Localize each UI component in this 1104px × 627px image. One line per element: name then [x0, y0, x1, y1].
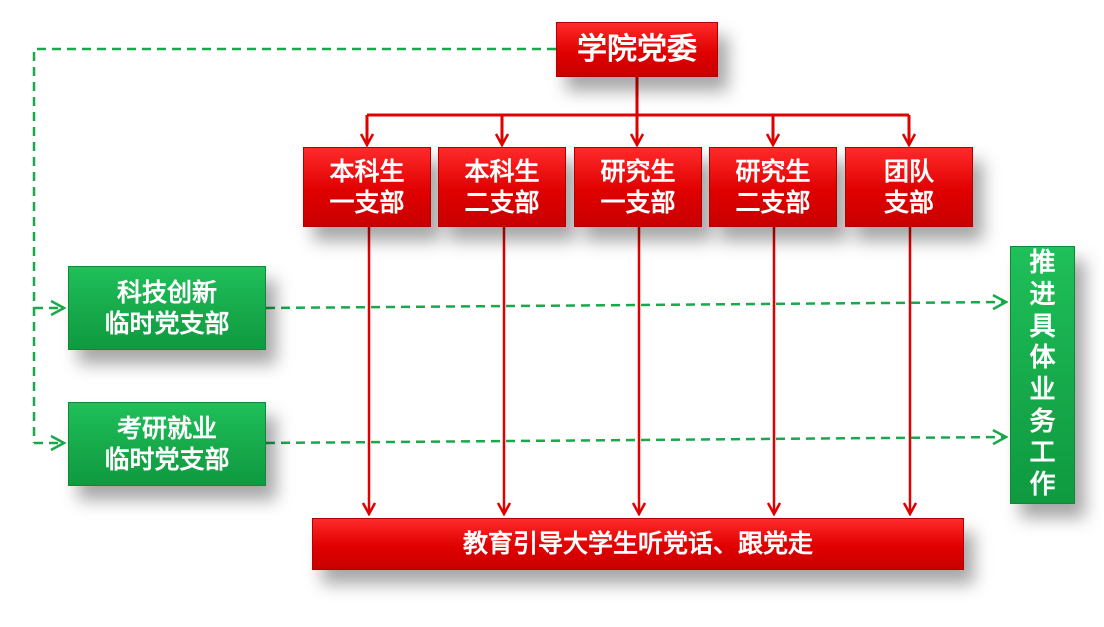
branch-box-5: 团队 支部	[845, 147, 973, 227]
arrow-temp-1-to-work	[265, 302, 1006, 308]
business-work-box: 推进具体业务工作	[1010, 246, 1075, 504]
committee-to-temp-dashed-line	[32, 47, 556, 443]
branch-box-4: 研究生 二支部	[709, 147, 837, 227]
branch-box-2: 本科生 二支部	[438, 147, 566, 227]
temporary-branch-box-1: 科技创新 临时党支部	[68, 266, 266, 350]
goal-box: 教育引导大学生听党话、跟党走	[312, 518, 964, 570]
college-party-committee-box: 学院党委	[556, 22, 718, 77]
branch-box-1: 本科生 一支部	[303, 147, 431, 227]
branch-box-3: 研究生 一支部	[574, 147, 702, 227]
business-work-label: 推进具体业务工作	[1029, 248, 1056, 501]
arrow-temp-2-to-work	[265, 437, 1006, 443]
temporary-branch-box-2: 考研就业 临时党支部	[68, 402, 266, 486]
